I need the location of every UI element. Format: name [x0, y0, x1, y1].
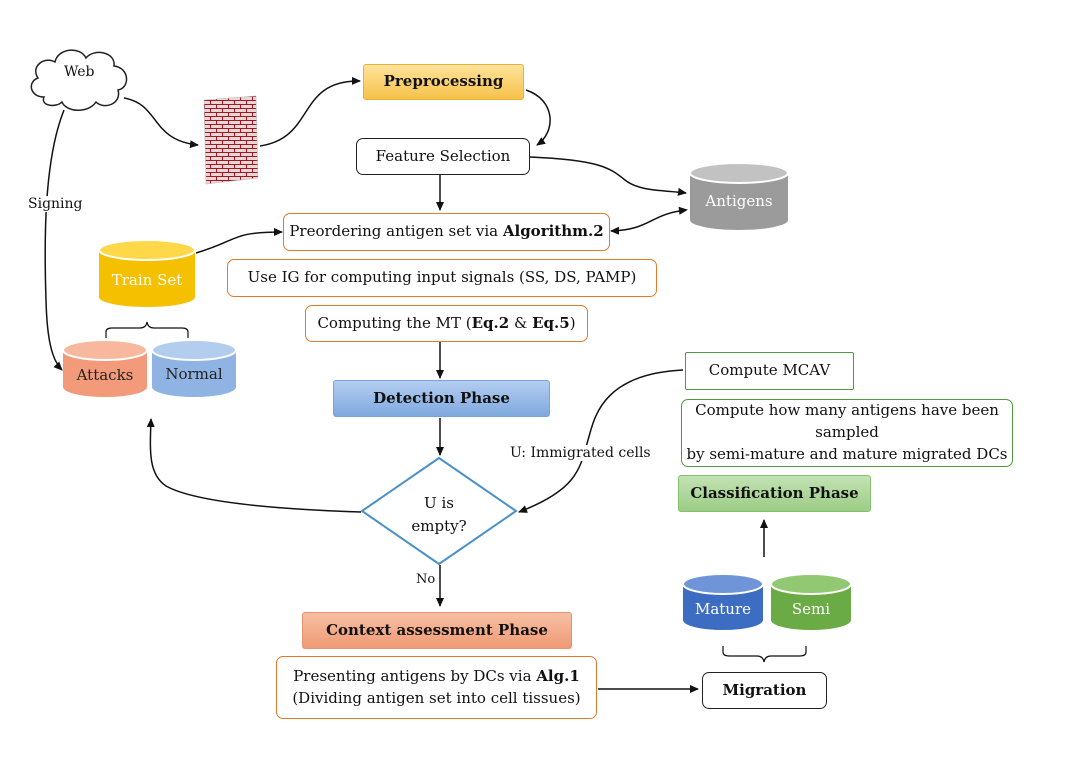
arrow-web-to-firewall [123, 97, 199, 149]
compute-mt-mid: & [509, 313, 533, 332]
train-set-brace [105, 321, 189, 338]
compute-count-line1: Compute how many antigens have been samp… [695, 401, 999, 442]
detection-phase-label: Detection Phase [373, 388, 510, 407]
mature-label: Mature [694, 600, 752, 618]
arrow-antigens-preordering [610, 206, 688, 235]
decision-line1: U is [424, 494, 454, 512]
compute-count-line2: by semi-mature and mature migrated DCs [686, 444, 1008, 463]
ig-signals-label: Use IG for computing input signals (SS, … [247, 268, 637, 287]
presenting-prefix: Presenting antigens by DCs via [293, 666, 537, 685]
classification-phase-label: Classification Phase [690, 483, 859, 502]
normal-label: Normal [165, 365, 223, 383]
compute-mt-suffix: ) [569, 313, 576, 332]
preprocessing-label: Preprocessing [383, 72, 504, 91]
train-set-cylinder-shape [98, 239, 196, 307]
context-phase-box: Context assessment Phase [302, 612, 572, 649]
arrow-preprocessing-to-feature [525, 89, 551, 146]
web-cloud-shape [30, 49, 128, 111]
context-phase-label: Context assessment Phase [326, 620, 548, 639]
migration-label: Migration [722, 680, 807, 699]
arrow-feature-to-antigens [529, 156, 687, 196]
preordering-algorithm: Algorithm.2 [502, 222, 604, 241]
firewall-icon [203, 95, 259, 185]
semi-label: Semi [791, 600, 831, 618]
compute-mcav-box: Compute MCAV [685, 352, 854, 390]
compute-mt-text: Computing the MT (Eq.2 & Eq.5) [317, 313, 575, 335]
presenting-alg: Alg.1 [536, 666, 580, 685]
no-label: No [416, 572, 436, 587]
feature-selection-box: Feature Selection [356, 138, 530, 175]
attacks-label: Attacks [76, 366, 134, 384]
presenting-box: Presenting antigens by DCs via Alg.1 (Di… [276, 656, 597, 719]
decision-text: U is empty? [389, 492, 489, 539]
decision-diamond-shape [360, 456, 518, 566]
antigens-cylinder-shape [689, 162, 789, 230]
signing-label: Signing [28, 196, 83, 212]
mature-cylinder-shape [682, 573, 764, 630]
arrow-mcav-to-decision [518, 369, 684, 513]
immigrated-label: U: Immigrated cells [508, 445, 653, 461]
decision-line2: empty? [411, 517, 467, 536]
migration-box: Migration [702, 672, 827, 709]
semi-cylinder-shape [770, 573, 852, 630]
compute-mt-eq2: Eq.2 [471, 313, 510, 332]
antigens-label: Antigens [705, 192, 773, 210]
preordering-text: Preordering antigen set via Algorithm.2 [289, 221, 603, 243]
web-label: Web [64, 64, 95, 80]
compute-count-box: Compute how many antigens have been samp… [681, 399, 1013, 467]
preordering-box: Preordering antigen set via Algorithm.2 [283, 213, 610, 251]
compute-mt-box: Computing the MT (Eq.2 & Eq.5) [305, 305, 588, 342]
ig-signals-box: Use IG for computing input signals (SS, … [227, 259, 657, 297]
preprocessing-box: Preprocessing [363, 64, 524, 100]
arrow-trainset-to-preordering [195, 228, 283, 254]
arrow-firewall-to-preprocessing [259, 76, 361, 147]
classification-phase-box: Classification Phase [678, 475, 871, 512]
arrow-web-signing-to-attacks [44, 109, 65, 371]
presenting-line1: Presenting antigens by DCs via Alg.1 [293, 666, 580, 688]
detection-phase-box: Detection Phase [333, 380, 550, 417]
compute-mt-prefix: Computing the MT ( [317, 313, 472, 332]
arrow-decision-to-dataset [146, 418, 362, 513]
compute-mcav-label: Compute MCAV [708, 361, 831, 380]
preordering-prefix: Preordering antigen set via [289, 222, 503, 241]
migration-brace [722, 646, 807, 663]
normal-cylinder-shape [151, 339, 237, 397]
feature-selection-label: Feature Selection [375, 146, 511, 165]
train-set-label: Train Set [111, 271, 183, 289]
compute-mt-eq5: Eq.5 [532, 313, 570, 332]
attacks-cylinder-shape [62, 339, 148, 397]
presenting-line2: (Dividing antigen set into cell tissues) [292, 688, 581, 707]
